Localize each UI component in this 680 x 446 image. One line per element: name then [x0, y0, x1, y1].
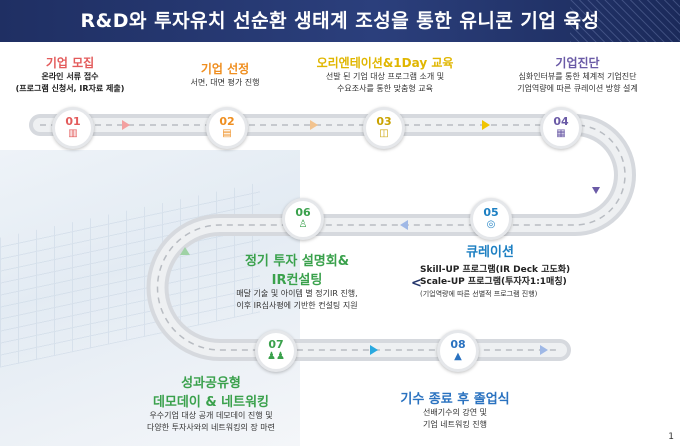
step-05-node: 05 ◎: [470, 198, 512, 240]
step-01-line-1: 온라인 서류 접수: [41, 72, 99, 81]
step-07-line-1: 우수기업 대상 공개 데모데이 진행 및: [149, 411, 273, 420]
step-06-title-2: IR컨설팅: [271, 273, 323, 288]
step-03-line-2: 수요조사를 통한 맞춤형 교육: [337, 84, 433, 93]
step-08-number: 08: [450, 338, 466, 351]
step-02-title: 기업 선정: [200, 62, 250, 76]
step-06-line-1: 매달 기술 및 아이템 별 정기IR 진행,: [236, 289, 358, 298]
step-03-title: 오리엔테이션&1Day 교육: [316, 56, 454, 70]
step-01-line-2: (프로그램 신청서, IR자료 제출): [15, 84, 125, 93]
step-05-line-1: Skill-UP 프로그램(IR Deck 고도화): [420, 265, 571, 275]
presentation-icon: ◫: [379, 128, 389, 139]
arrow-2: [310, 120, 318, 130]
arrow-1: [122, 120, 130, 130]
arrow-8: [540, 345, 548, 355]
step-08-text: 기수 종료 후 졸업식 선배기수의 강연 및 기업 네트워킹 진행: [385, 388, 525, 431]
step-08-title: 기수 종료 후 졸업식: [400, 392, 510, 407]
step-06-line-2: 이후 IR심사평에 기반한 컨설팅 지원: [236, 301, 358, 310]
step-03-number: 03: [376, 115, 392, 128]
step-04-node: 04 ▦: [540, 107, 582, 149]
step-05-line-2: Scale-UP 프로그램(투자자1:1매칭): [420, 277, 567, 287]
step-07-text: 성과공유형 데모데이 & 네트워킹 우수기업 대상 공개 데모데이 진행 및 다…: [126, 372, 296, 434]
arrow-5: [400, 220, 408, 230]
header-pattern: [570, 0, 680, 42]
step-07-node: 07 ♟♟: [255, 330, 297, 372]
step-05-number: 05: [483, 206, 499, 219]
step-04-line-2: 기업역량에 따른 큐레이션 방향 설계: [517, 84, 638, 93]
page-title: R&D와 투자유치 선순환 생태계 조성을 통한 유니콘 기업 육성: [80, 10, 600, 32]
step-07-line-2: 다양한 투자사와의 네트워킹의 장 마련: [147, 423, 275, 432]
arrow-3: [482, 120, 490, 130]
step-08-line-1: 선배기수의 강연 및: [423, 408, 487, 417]
page-number: 1: [668, 432, 674, 442]
graduation-icon: ▲: [454, 351, 462, 362]
step-03-line-1: 선발 된 기업 대상 프로그램 소개 및: [325, 72, 445, 81]
arrow-4: [592, 187, 600, 194]
road-surface: [33, 118, 632, 357]
step-04-title: 기업진단: [555, 56, 600, 70]
step-05-line-3: (기업역량에 따른 선별적 프로그램 진행): [420, 290, 538, 298]
step-02-node: 02 ▤: [206, 107, 248, 149]
chevron-left-icon: <: [411, 276, 422, 291]
step-06-number: 06: [295, 206, 311, 219]
step-07-title-2: 데모데이 & 네트워킹: [152, 395, 270, 410]
step-05-title: 큐레이션: [466, 245, 514, 260]
step-06-title-1: 정기 투자 설명회&: [244, 254, 350, 269]
target-icon: ◎: [486, 219, 496, 230]
step-06-node: 06 ♙: [282, 198, 324, 240]
step-07-number: 07: [268, 338, 284, 351]
step-08-node: 08 ▲: [437, 330, 479, 372]
step-01-node: 01 ▥: [52, 107, 94, 149]
road-centerline: [40, 124, 626, 351]
step-02-text: 기업 선정 서면, 대면 평가 진행: [160, 60, 290, 89]
step-03-text: 오리엔테이션&1Day 교육 선발 된 기업 대상 프로그램 소개 및 수요조사…: [300, 54, 470, 95]
chart-icon: ▦: [556, 128, 566, 139]
step-05-title-box: 큐레이션: [440, 241, 540, 260]
building-icon: ▥: [68, 128, 78, 139]
step-06-text: 정기 투자 설명회& IR컨설팅 매달 기술 및 아이템 별 정기IR 진행, …: [212, 250, 382, 312]
arrow-7: [370, 345, 378, 355]
step-03-node: 03 ◫: [363, 107, 405, 149]
step-04-line-1: 심화인터뷰를 통한 체계적 기업진단: [518, 72, 637, 81]
audience-icon: ♟♟: [267, 351, 285, 362]
step-08-line-2: 기업 네트워킹 진행: [423, 420, 487, 429]
step-01-title: 기업 모집: [45, 56, 95, 70]
step-04-number: 04: [553, 115, 569, 128]
step-02-line-1: 서면, 대면 평가 진행: [190, 78, 260, 87]
header-banner: R&D와 투자유치 선순환 생태계 조성을 통한 유니콘 기업 육성: [0, 0, 680, 42]
step-04-text: 기업진단 심화인터뷰를 통한 체계적 기업진단 기업역량에 따른 큐레이션 방향…: [490, 54, 665, 95]
step-02-number: 02: [219, 115, 235, 128]
step-05-text: < Skill-UP 프로그램(IR Deck 고도화) Scale-UP 프로…: [411, 264, 590, 300]
document-icon: ▤: [222, 128, 232, 139]
presenter-icon: ♙: [298, 219, 308, 230]
arrow-6: [180, 247, 190, 255]
step-07-title-1: 성과공유형: [181, 376, 241, 391]
step-01-text: 기업 모집 온라인 서류 접수 (프로그램 신청서, IR자료 제출): [0, 54, 140, 95]
step-01-number: 01: [65, 115, 81, 128]
road-outline: [29, 114, 636, 361]
